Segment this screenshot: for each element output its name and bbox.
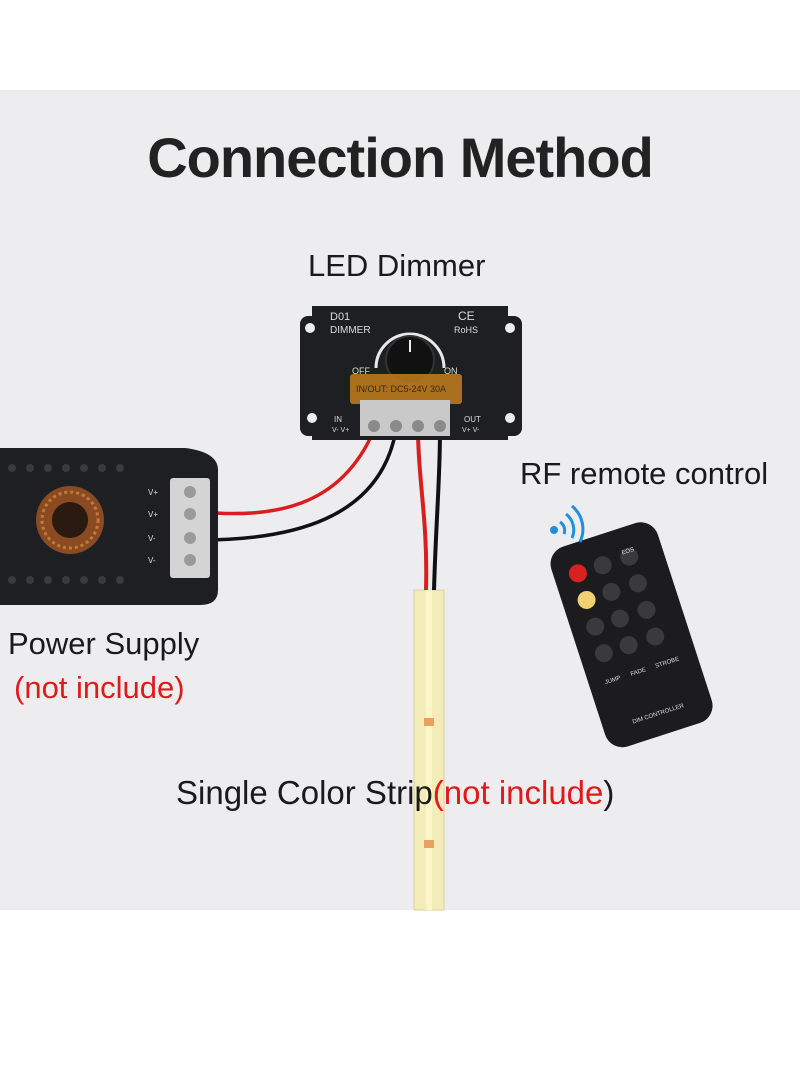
strip-label-note: (not include: [432, 774, 604, 811]
dimmer-type-text: DIMMER: [330, 325, 371, 336]
terminal-cover: [350, 374, 462, 404]
led-dimmer-label: LED Dimmer: [308, 248, 486, 283]
remote-btn-fade: FADE: [630, 667, 647, 678]
dimmer-rohs-text: RoHS: [454, 325, 478, 335]
led-dimmer: [300, 306, 522, 440]
dimmer-on-label: ON: [444, 366, 458, 376]
dimmer-ce-text: CE: [458, 309, 475, 323]
rf-remote-label: RF remote control: [520, 456, 769, 491]
dimmer-in-label: IN: [334, 415, 342, 424]
power-wires: [199, 429, 398, 542]
dimmer-off-label: OFF: [352, 366, 370, 376]
dimmer-rating-text: IN/OUT: DC5-24V 30A: [356, 384, 446, 394]
ps-pin-3: V-: [148, 534, 156, 543]
power-supply-vents: [8, 464, 124, 584]
power-supply-label: Power Supply: [8, 626, 200, 661]
rf-remote: [550, 504, 713, 748]
power-supply: [0, 448, 218, 605]
dimmer-in-pins: V- V+: [332, 427, 349, 434]
remote-btn-eos: EOS: [621, 547, 635, 557]
strip-label-suffix: ): [603, 774, 615, 811]
strip-label-prefix: Single Color Strip: [176, 774, 433, 811]
strip-label: Single Color Strip(not include): [176, 774, 614, 812]
remote-btn-jump: JUMP: [604, 675, 621, 686]
led-strip: [413, 589, 445, 911]
dimmer-out-pins: V+ V-: [462, 427, 480, 434]
wifi-signal-icon: [550, 504, 585, 543]
power-button: [568, 564, 587, 583]
strip-wires: [416, 429, 442, 591]
page-title: Connection Method: [147, 126, 654, 189]
ps-pin-4: V-: [148, 556, 156, 565]
dimmer-out-label: OUT: [464, 415, 481, 424]
ps-pin-2: V+: [148, 510, 158, 519]
ps-pin-1: V+: [148, 488, 158, 497]
power-terminal-block: [170, 478, 210, 578]
dimmer-model-text: D01: [330, 311, 350, 323]
power-supply-note: (not include): [14, 670, 185, 705]
